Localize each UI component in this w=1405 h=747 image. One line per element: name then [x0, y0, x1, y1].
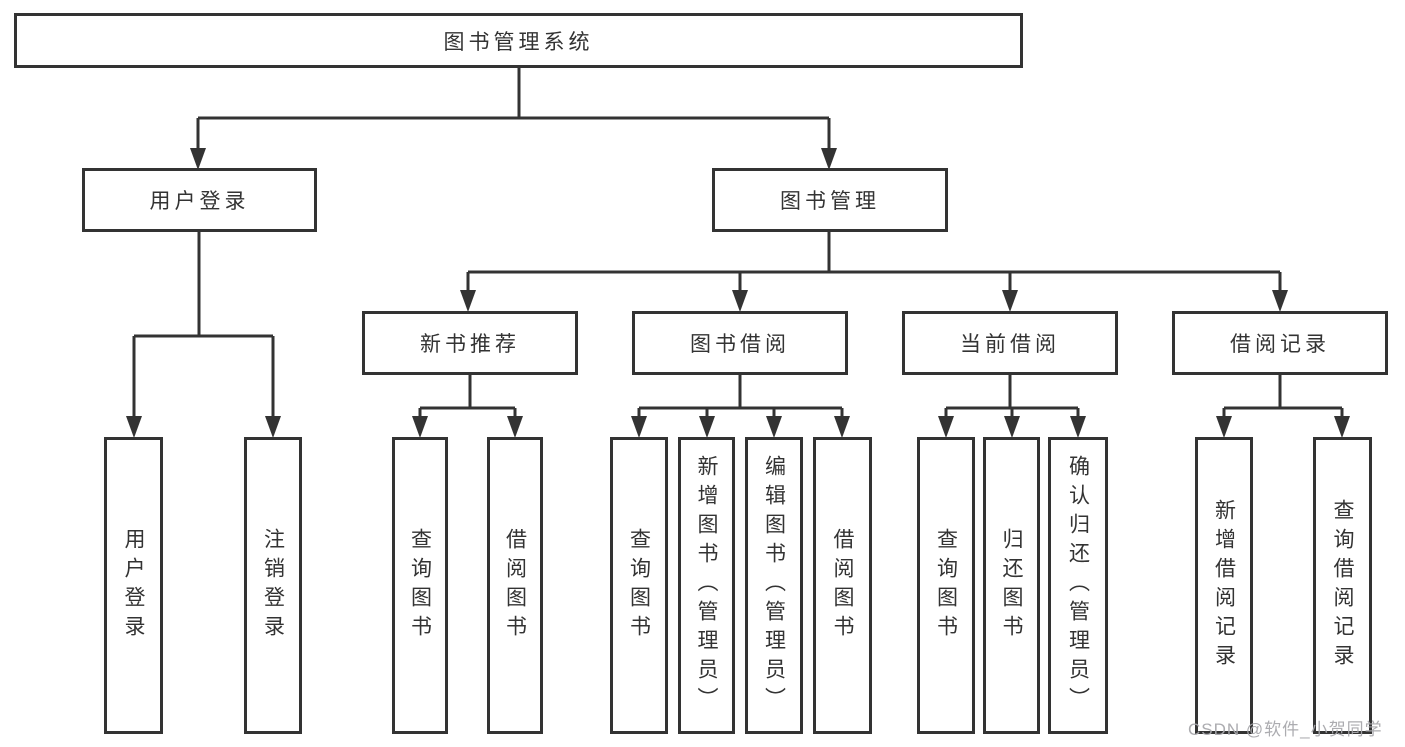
leaf-add-book-admin-label: 新增图书（管理员）: [695, 455, 719, 716]
node-book-management: 图书管理: [712, 168, 948, 232]
node-user-login: 用户登录: [82, 168, 317, 232]
connector-borrow-record-branch: [1216, 375, 1350, 438]
leaf-query-books-1-label: 查询图书: [408, 527, 432, 644]
connector-root-to-level2: [190, 67, 837, 170]
leaf-edit-book-admin: 编辑图书（管理员）: [745, 437, 803, 734]
node-book-management-label: 图书管理: [780, 190, 880, 213]
csdn-watermark: CSDN @软件_小贺同学: [1188, 720, 1383, 739]
leaf-edit-book-admin-label: 编辑图书（管理员）: [762, 455, 786, 716]
leaf-confirm-return-admin: 确认归还（管理员）: [1048, 437, 1108, 734]
leaf-return-books: 归还图书: [983, 437, 1040, 734]
leaf-query-books-3-label: 查询图书: [934, 527, 958, 644]
leaf-query-books-3: 查询图书: [917, 437, 975, 734]
node-new-book-recommend-label: 新书推荐: [420, 333, 520, 356]
connector-book-borrow-branch: [631, 375, 850, 438]
leaf-query-borrow-record-label: 查询借阅记录: [1331, 498, 1355, 673]
leaf-borrow-books-1: 借阅图书: [487, 437, 543, 734]
leaf-query-books-2-label: 查询图书: [627, 527, 651, 644]
leaf-logout-label: 注销登录: [261, 527, 285, 644]
leaf-add-borrow-record-label: 新增借阅记录: [1212, 498, 1236, 673]
connector-new-book-branch: [412, 375, 523, 438]
node-root: 图书管理系统: [14, 13, 1023, 68]
leaf-query-borrow-record: 查询借阅记录: [1313, 437, 1372, 734]
node-current-borrowing-label: 当前借阅: [960, 333, 1060, 356]
node-borrowing-records-label: 借阅记录: [1230, 333, 1330, 356]
leaf-borrow-books-2-label: 借阅图书: [831, 527, 855, 644]
connector-current-borrow-branch: [938, 375, 1086, 438]
node-user-login-label: 用户登录: [149, 190, 250, 213]
leaf-borrow-books-2: 借阅图书: [813, 437, 872, 734]
leaf-confirm-return-admin-label: 确认归还（管理员）: [1066, 455, 1090, 716]
node-root-label: 图书管理系统: [443, 30, 594, 54]
node-current-borrowing: 当前借阅: [902, 311, 1118, 375]
leaf-query-books-1: 查询图书: [392, 437, 448, 734]
node-new-book-recommend: 新书推荐: [362, 311, 578, 375]
node-book-borrowing-label: 图书借阅: [690, 333, 790, 356]
leaf-add-borrow-record: 新增借阅记录: [1195, 437, 1253, 734]
leaf-query-books-2: 查询图书: [610, 437, 668, 734]
leaf-user-login: 用户登录: [104, 437, 163, 734]
leaf-user-login-label: 用户登录: [122, 527, 146, 644]
node-borrowing-records: 借阅记录: [1172, 311, 1388, 375]
leaf-add-book-admin: 新增图书（管理员）: [678, 437, 735, 734]
connector-book-management-branch: [460, 232, 1288, 312]
node-book-borrowing: 图书借阅: [632, 311, 848, 375]
leaf-logout: 注销登录: [244, 437, 302, 734]
leaf-borrow-books-1-label: 借阅图书: [503, 527, 527, 644]
connector-user-login-branch: [126, 232, 281, 438]
leaf-return-books-label: 归还图书: [1000, 527, 1024, 644]
